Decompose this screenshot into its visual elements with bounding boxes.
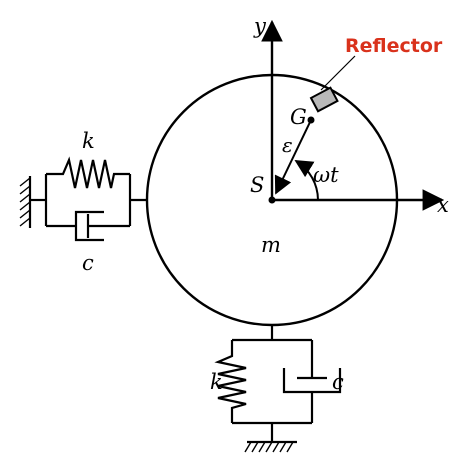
centroid-point — [307, 116, 315, 124]
center-label: S — [250, 173, 264, 197]
mass-label: m — [261, 233, 281, 257]
centroid-label: G — [290, 105, 307, 129]
left-damper-label: c — [82, 251, 94, 275]
bottom-damper — [282, 340, 342, 423]
y-axis-label: y — [253, 14, 267, 38]
left-wall-hatch — [19, 177, 31, 227]
bottom-spring — [214, 340, 247, 423]
reflector-label: Reflector — [345, 35, 443, 57]
eccentricity-vector — [274, 119, 312, 195]
left-spring — [46, 156, 130, 189]
center-point — [268, 196, 276, 204]
ground-hatch — [244, 441, 294, 453]
reflector-leader — [320, 55, 356, 91]
bottom-damper-label: c — [332, 370, 344, 394]
angle-arc — [294, 160, 319, 201]
angle-label: ωt — [313, 163, 339, 187]
eccentricity-label: ε — [282, 133, 293, 157]
reflector-block — [309, 86, 339, 113]
bottom-spring-label: k — [210, 370, 223, 394]
x-axis-label: x — [437, 193, 449, 217]
left-damper — [46, 210, 130, 242]
left-spring-label: k — [82, 129, 95, 153]
